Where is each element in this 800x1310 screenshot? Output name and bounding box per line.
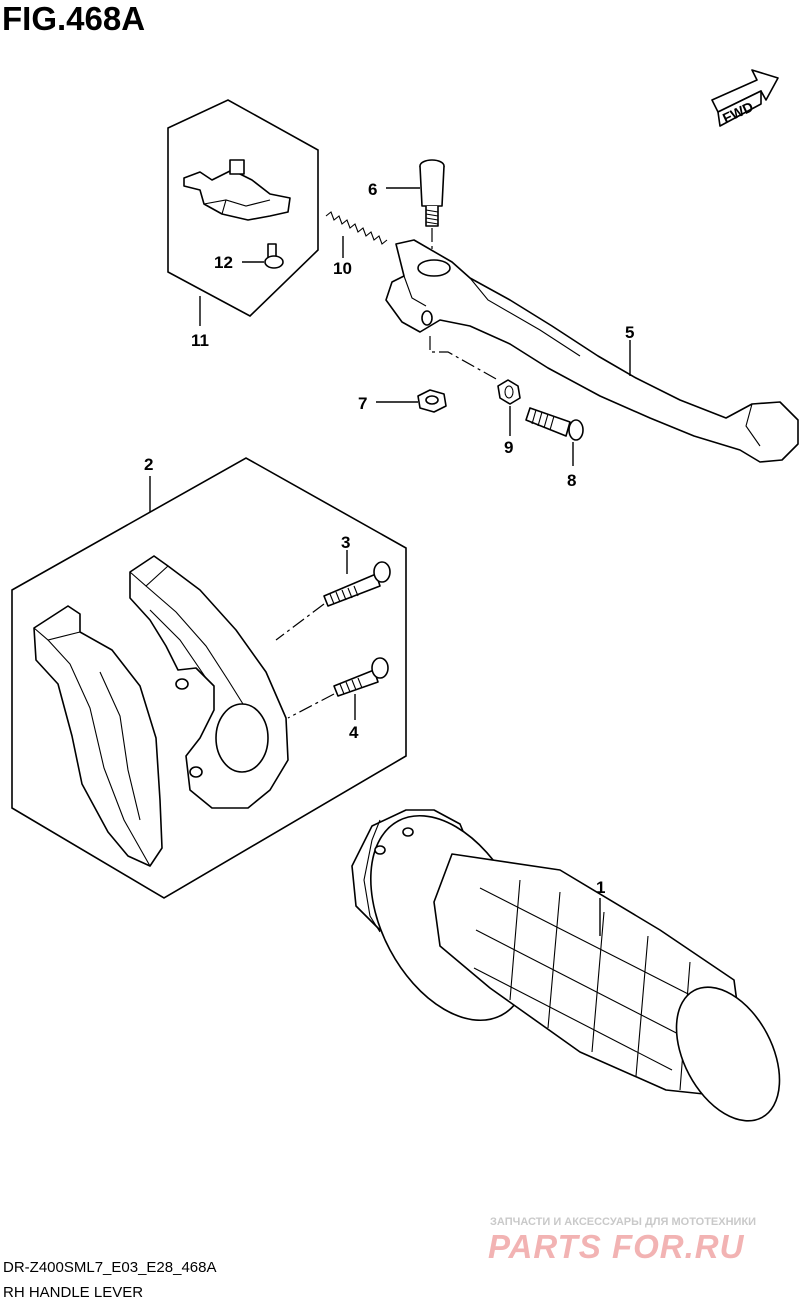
bolt-4	[287, 657, 389, 720]
callout-7: 7	[358, 394, 367, 413]
callout-2: 2	[144, 455, 153, 474]
callout-3: 3	[341, 533, 350, 552]
callout-11: 11	[191, 331, 209, 350]
watermark-logo: PARTS FOR.RU	[488, 1228, 745, 1265]
switch-kit-box	[167, 99, 319, 326]
figure-title: FIG.468A	[2, 0, 146, 37]
callout-labels: 1 2 3 4 5 6 7 8 9 10 11 12	[144, 180, 634, 897]
diagram-subtitle: RH HANDLE LEVER	[3, 1284, 144, 1301]
diagram-code: DR-Z400SML7_E03_E28_468A	[3, 1259, 217, 1276]
screw-12	[242, 243, 284, 269]
holder-box	[11, 457, 407, 899]
nut-9	[497, 379, 521, 436]
fwd-arrow-icon: FWD	[711, 69, 779, 127]
lever-switch	[183, 159, 291, 221]
watermark-tagline: ЗАПЧАСТИ И АКСЕССУАРЫ ДЛЯ МОТОТЕХНИКИ	[490, 1216, 757, 1228]
callout-6: 6	[368, 180, 377, 199]
callout-9: 9	[504, 438, 513, 457]
callout-1: 1	[596, 878, 605, 897]
grip-pattern	[473, 879, 701, 1091]
callout-4: 4	[349, 723, 359, 742]
nut-7	[376, 389, 447, 413]
brake-lever-5	[385, 239, 799, 463]
callout-10: 10	[333, 259, 352, 278]
holder-lower-half	[129, 555, 289, 809]
holder-upper-half	[33, 605, 163, 867]
bolt-3	[275, 550, 391, 641]
bolt-8	[525, 407, 584, 466]
callout-12: 12	[214, 253, 233, 272]
callout-8: 8	[567, 471, 576, 490]
pivot-bolt-6	[386, 159, 445, 262]
callout-5: 5	[625, 323, 634, 342]
spring-10	[325, 211, 388, 258]
grip-1	[351, 809, 781, 1122]
